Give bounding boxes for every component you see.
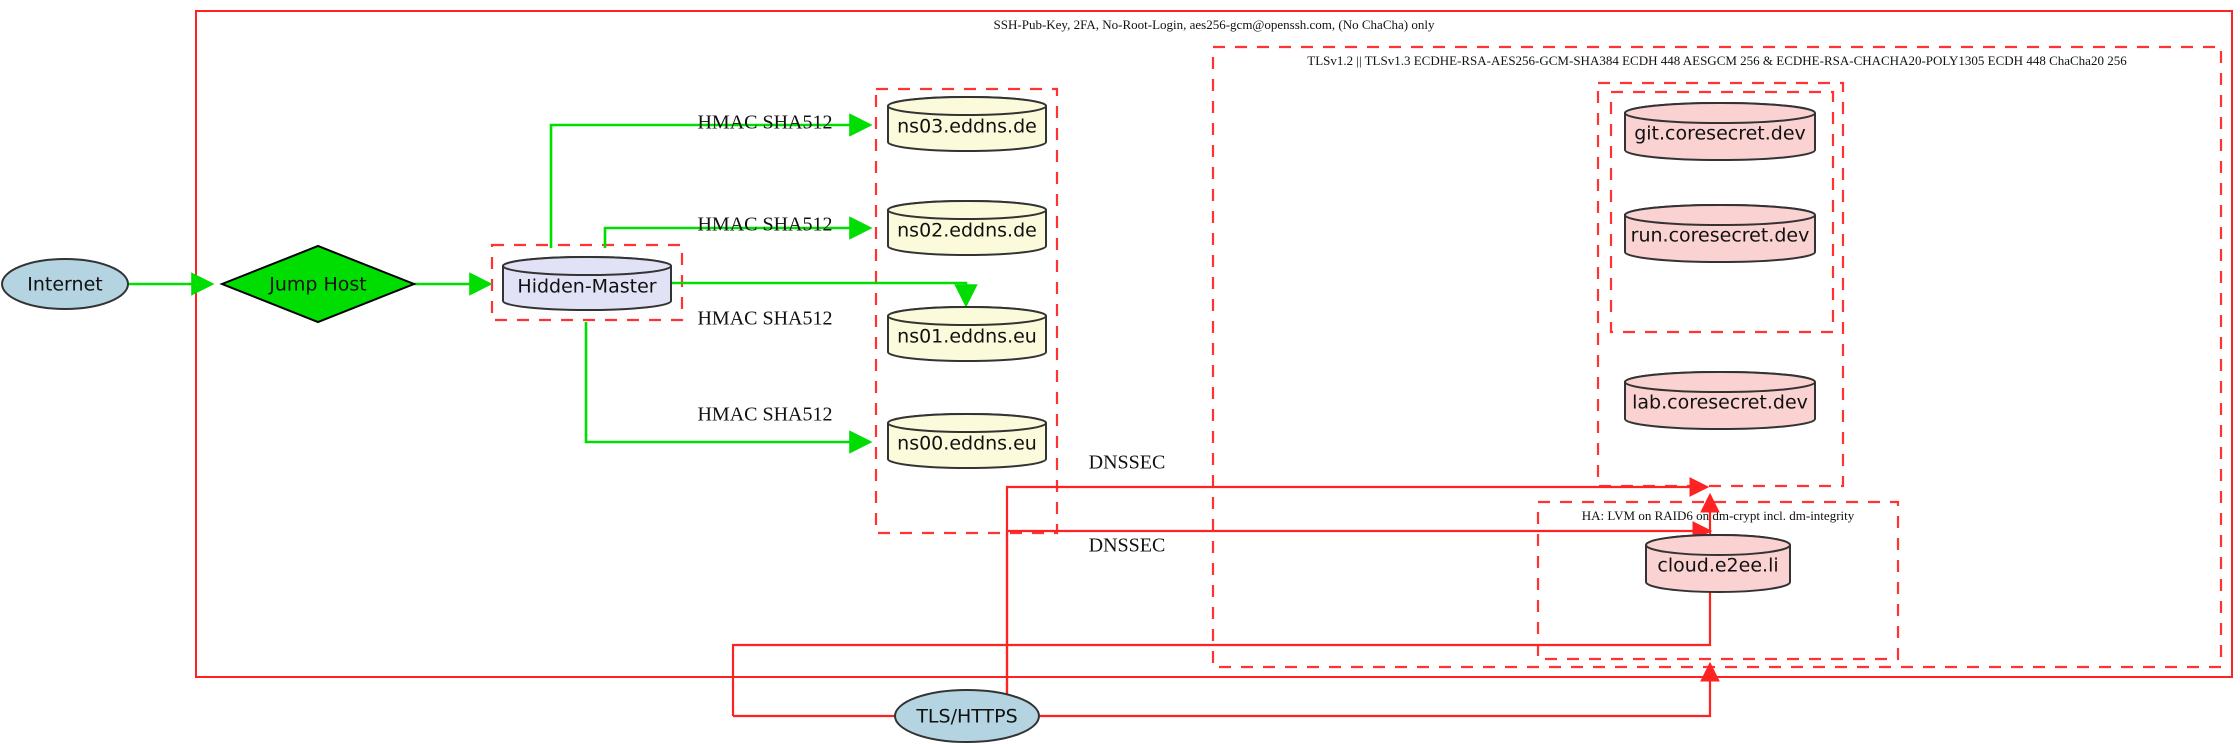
cluster-outer-ssh-label: SSH-Pub-Key, 2FA, No-Root-Login, aes256-… xyxy=(994,17,1435,32)
edge-label-hmac-ns02: HMAC SHA512 xyxy=(697,214,832,236)
node-ns00[interactable]: ns00.eddns.eu xyxy=(886,413,1048,469)
cluster-eddns-frame xyxy=(874,87,1059,535)
node-lab-coresecret[interactable]: lab.coresecret.dev xyxy=(1623,371,1817,430)
node-git-coresecret[interactable]: git.coresecret.dev xyxy=(1623,102,1817,161)
cluster-coresecret-inner-frame xyxy=(1609,90,1835,334)
edge-label-dnssec-lower: DNSSEC xyxy=(1089,535,1166,557)
node-jump-host-label: Jump Host xyxy=(268,274,367,296)
node-tls-https-label: TLS/HTTPS xyxy=(915,706,1017,728)
node-hidden-master-label: Hidden-Master xyxy=(517,276,656,298)
edge-hiddenmaster-to-ns02 xyxy=(603,216,873,248)
edge-tlshttps-right-route xyxy=(731,492,1720,716)
node-ns01-label: ns01.eddns.eu xyxy=(897,326,1037,348)
edge-label-dnssec-upper: DNSSEC xyxy=(1089,452,1166,474)
edge-hiddenmaster-to-ns01 xyxy=(672,281,978,308)
node-ns02-label: ns02.eddns.de xyxy=(897,220,1037,242)
node-ns03-label: ns03.eddns.de xyxy=(897,116,1037,138)
edge-label-hmac-ns03: HMAC SHA512 xyxy=(697,112,832,134)
node-cloud-e2ee[interactable]: cloud.e2ee.li xyxy=(1644,534,1792,593)
cluster-ha-label: HA: LVM on RAID6 on dm-crypt incl. dm-in… xyxy=(1582,508,1855,523)
node-hidden-master[interactable]: Hidden-Master xyxy=(501,256,673,311)
cluster-outer-ssh-frame xyxy=(195,10,2233,678)
edge-tlshttps-to-cloud xyxy=(733,661,1720,718)
node-jump-host[interactable]: Jump Host xyxy=(219,244,417,324)
node-cloud-e2ee-label: cloud.e2ee.li xyxy=(1657,555,1778,577)
cluster-coresecret-outer-frame xyxy=(1596,81,1845,488)
node-tls-https[interactable]: TLS/HTTPS xyxy=(894,689,1040,743)
node-internet-label: Internet xyxy=(27,274,102,296)
node-git-coresecret-label: git.coresecret.dev xyxy=(1634,123,1806,145)
edge-label-hmac-ns01: HMAC SHA512 xyxy=(697,308,832,330)
edge-hiddenmaster-to-ns03 xyxy=(549,113,873,248)
node-ns03[interactable]: ns03.eddns.de xyxy=(886,96,1048,152)
edge-hiddenmaster-to-ns00 xyxy=(584,322,873,454)
node-run-coresecret-label: run.coresecret.dev xyxy=(1631,225,1810,247)
edge-label-hmac-ns00: HMAC SHA512 xyxy=(697,404,832,426)
node-internet[interactable]: Internet xyxy=(1,258,129,310)
cluster-tls-label: TLSv1.2 || TLSv1.3 ECDHE-RSA-AES256-GCM-… xyxy=(1307,53,2127,68)
node-lab-coresecret-label: lab.coresecret.dev xyxy=(1632,392,1808,414)
edge-dnssec-lower xyxy=(1005,521,1713,716)
node-ns01[interactable]: ns01.eddns.eu xyxy=(886,306,1048,362)
node-ns02[interactable]: ns02.eddns.de xyxy=(886,200,1048,256)
node-ns00-label: ns00.eddns.eu xyxy=(897,433,1037,455)
node-run-coresecret[interactable]: run.coresecret.dev xyxy=(1623,204,1817,263)
